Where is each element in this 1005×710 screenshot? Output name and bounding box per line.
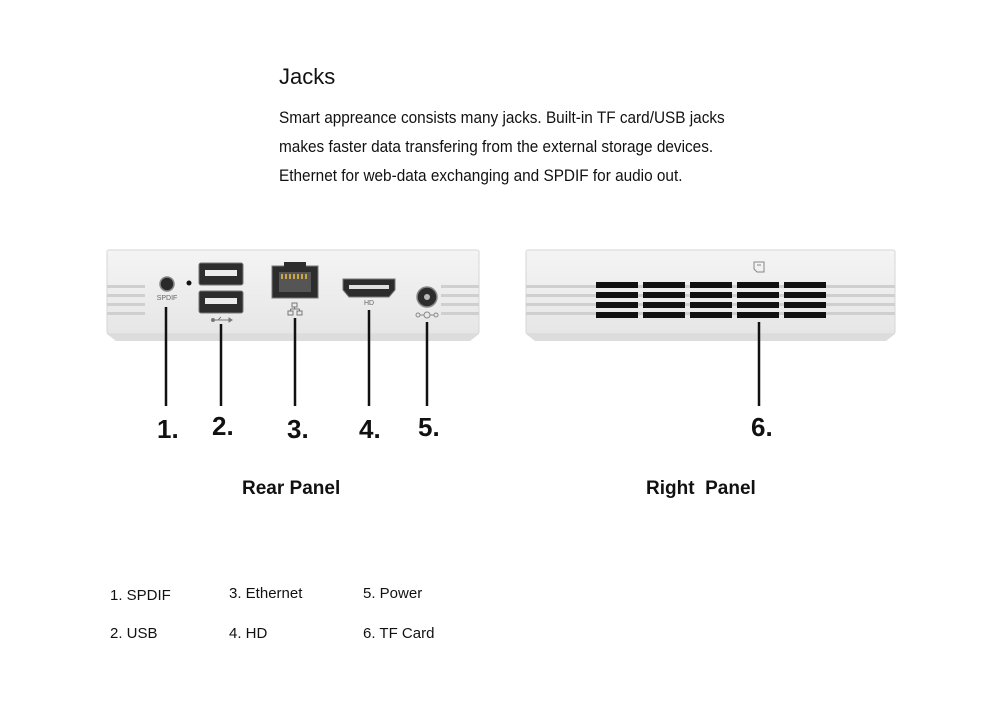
callout-3: 3. bbox=[287, 414, 309, 444]
usb-port-icon bbox=[198, 262, 244, 314]
legend-item: 5. Power bbox=[363, 585, 423, 602]
callout-5: 5. bbox=[418, 412, 440, 442]
legend-item: 4. HD bbox=[229, 625, 268, 642]
legend-item: 1. SPDIF bbox=[110, 587, 171, 604]
side-vent-grille bbox=[596, 282, 826, 318]
callout-2: 2. bbox=[212, 411, 234, 441]
rear-leader-lines bbox=[164, 307, 429, 406]
legend-item: 2. USB bbox=[110, 625, 158, 642]
callout-4: 4. bbox=[359, 414, 381, 444]
intro-line: Smart appreance consists many jacks. Bui… bbox=[279, 109, 725, 127]
rear-right-vents bbox=[441, 285, 479, 315]
callout-6: 6. bbox=[751, 412, 773, 442]
spdif-port-icon bbox=[159, 276, 175, 292]
power-polarity-icon bbox=[415, 311, 439, 319]
power-port-icon bbox=[416, 286, 438, 308]
ethernet-port-icon bbox=[271, 262, 319, 299]
section-heading: Jacks bbox=[279, 64, 336, 89]
rear-panel-device: SPDIF bbox=[106, 249, 480, 406]
hd-port-label: HD bbox=[364, 300, 374, 307]
indicator-dot bbox=[186, 280, 192, 286]
hd-port-icon bbox=[342, 278, 396, 298]
legend-item: 3. Ethernet bbox=[229, 585, 303, 602]
intro-paragraph: Smart appreance consists many jacks. Bui… bbox=[279, 104, 799, 191]
tf-card-symbol-icon bbox=[753, 261, 765, 273]
callout-1: 1. bbox=[157, 414, 179, 444]
rear-panel-caption: Rear Panel bbox=[242, 478, 341, 499]
right-panel-device bbox=[525, 249, 896, 406]
intro-line: Ethernet for web-data exchanging and SPD… bbox=[279, 167, 683, 185]
network-symbol-icon bbox=[287, 302, 303, 316]
usb-symbol-icon bbox=[211, 316, 233, 323]
rear-left-vents bbox=[107, 285, 145, 315]
right-panel-caption: Right Panel bbox=[646, 478, 756, 499]
intro-line: makes faster data transfering from the e… bbox=[279, 138, 714, 156]
spdif-port-label: SPDIF bbox=[157, 295, 178, 302]
legend-item: 6. TF Card bbox=[363, 625, 435, 642]
